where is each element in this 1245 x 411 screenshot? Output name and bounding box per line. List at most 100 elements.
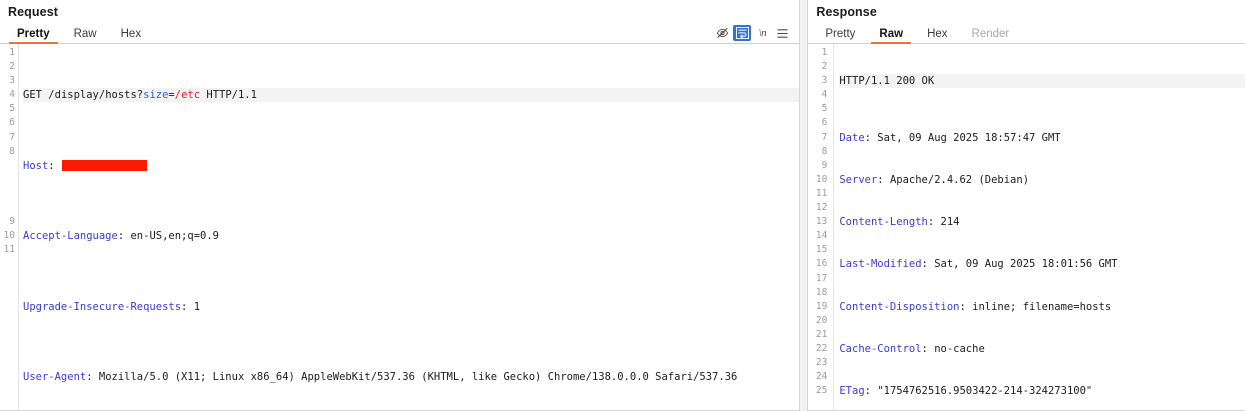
header-line-host: Host: — [23, 159, 799, 173]
show-newlines-label: \n — [758, 27, 767, 39]
gutter-line: 21 — [815, 328, 828, 340]
request-title: Request — [8, 5, 59, 19]
hide-eye-icon[interactable] — [713, 25, 731, 41]
response-title: Response — [816, 5, 877, 19]
gutter-line: 1 — [9, 47, 15, 58]
gutter-line: 15 — [815, 244, 828, 256]
header-value: Apache/2.4.62 (Debian) — [883, 173, 1030, 186]
gutter-line: 4 — [821, 89, 828, 101]
status-line-text: HTTP/1.1 200 OK — [839, 75, 935, 88]
gutter-line — [0, 187, 18, 201]
show-newlines-icon[interactable]: \n — [753, 25, 771, 41]
header-value: Mozilla/5.0 (X11; Linux x86_64) AppleWeb… — [92, 371, 738, 384]
response-code[interactable]: HTTP/1.1 200 OK Date: Sat, 09 Aug 2025 1… — [834, 44, 1245, 411]
word-wrap-icon[interactable] — [733, 25, 752, 41]
header-line: Content-Disposition: inline; filename=ho… — [839, 300, 1112, 313]
gutter-line: 20 — [815, 314, 828, 326]
gutter-line: 25 — [815, 385, 828, 397]
header-line: ETag: "1754762516.9503422-214-324273100" — [839, 385, 1093, 398]
header-name: Content-Disposition — [839, 300, 960, 313]
header-value: 214 — [934, 216, 960, 229]
gutter-line: 6 — [821, 117, 828, 129]
header-line: Accept-Language: en-US,en;q=0.9 — [23, 230, 219, 243]
request-gutter: 1 2 3 4 5 6 7 8 9 10 11 — [0, 44, 19, 411]
gutter-line: 18 — [815, 286, 828, 298]
gutter-line: 2 — [9, 61, 15, 73]
request-editor[interactable]: 1 2 3 4 5 6 7 8 9 10 11 GET /d — [0, 44, 800, 411]
header-name: Upgrade-Insecure-Requests — [23, 300, 182, 313]
header-line: Last-Modified: Sat, 09 Aug 2025 18:01:56… — [839, 258, 1118, 271]
pane-divider[interactable] — [799, 0, 809, 411]
gutter-line: 5 — [821, 103, 828, 115]
gutter-line: 24 — [815, 371, 828, 383]
header-value: 1 — [187, 300, 201, 313]
header-name: Last-Modified — [839, 258, 922, 271]
request-param-eq: = — [168, 89, 175, 102]
gutter-line: 9 — [9, 216, 15, 228]
header-line: Date: Sat, 09 Aug 2025 18:57:47 GMT — [839, 131, 1061, 144]
header-name: Content-Length — [839, 216, 928, 229]
request-pane: Request Pretty Raw Hex — [0, 5, 800, 411]
header-value: "1754762516.9503422-214-324273100" — [870, 385, 1093, 398]
tab-request-hex[interactable]: Hex — [120, 28, 142, 40]
header-line: Content-Length: 214 — [839, 216, 960, 229]
header-name: Date — [839, 131, 865, 144]
redaction-block-host — [61, 160, 147, 172]
header-value: en-US,en;q=0.9 — [124, 230, 219, 243]
header-line: User-Agent: Mozilla/5.0 (X11; Linux x86_… — [23, 371, 738, 384]
header-name: User-Agent — [23, 371, 87, 384]
status-line: HTTP/1.1 200 OK — [839, 74, 1245, 89]
response-gutter: 1 2 3 4 5 6 7 8 9 10 11 12 13 14 15 16 1… — [808, 44, 835, 411]
gutter-line: 19 — [815, 300, 828, 312]
menu-icon[interactable] — [773, 25, 791, 41]
request-param-value: /etc — [174, 89, 201, 102]
tab-response-raw[interactable]: Raw — [870, 28, 912, 44]
gutter-line: 6 — [9, 117, 15, 129]
request-code[interactable]: GET /display/hosts?size=/etc HTTP/1.1 Ho… — [19, 44, 800, 411]
request-param-name: size — [143, 89, 169, 102]
gutter-line — [0, 201, 18, 215]
gutter-line: 1 — [821, 47, 828, 58]
gutter-line: 7 — [9, 131, 15, 143]
gutter-line: 11 — [815, 187, 828, 199]
request-tabrow: Pretty Raw Hex — [0, 23, 800, 44]
gutter-line — [0, 173, 18, 187]
header-value: no-cache — [927, 342, 985, 355]
gutter-line: 16 — [815, 258, 828, 270]
tab-response-hex[interactable]: Hex — [927, 28, 948, 40]
gutter-line: 23 — [815, 357, 828, 369]
tab-request-pretty[interactable]: Pretty — [8, 28, 59, 44]
gutter-line: 12 — [815, 202, 828, 214]
gutter-line: 10 — [3, 230, 15, 242]
header-line: Server: Apache/2.4.62 (Debian) — [839, 173, 1030, 186]
header-value: Sat, 09 Aug 2025 18:57:47 GMT — [870, 131, 1061, 144]
gutter-line: 8 — [821, 145, 828, 157]
gutter-line: 10 — [815, 173, 828, 185]
gutter-line: 14 — [815, 230, 828, 242]
header-name: Server — [839, 173, 878, 186]
gutter-line — [0, 159, 18, 173]
header-line: Upgrade-Insecure-Requests: 1 — [23, 300, 201, 313]
tab-response-pretty[interactable]: Pretty — [825, 28, 856, 40]
header-name: Accept-Language — [23, 230, 118, 243]
gutter-line: 3 — [9, 75, 15, 87]
response-tabrow: Pretty Raw Hex Render — [808, 23, 1245, 44]
header-value: Sat, 09 Aug 2025 18:01:56 GMT — [927, 258, 1118, 271]
gutter-line: 8 — [9, 145, 15, 157]
response-editor[interactable]: 1 2 3 4 5 6 7 8 9 10 11 12 13 14 15 16 1… — [808, 44, 1245, 411]
request-line: GET /display/hosts?size=/etc HTTP/1.1 — [23, 88, 800, 103]
gutter-line: 3 — [821, 75, 828, 87]
tab-response-render[interactable]: Render — [971, 28, 1010, 40]
response-pane: Response Pretty Raw Hex Render 1 2 3 4 5… — [808, 0, 1245, 411]
request-toolbar: \n — [713, 25, 799, 43]
gutter-line: 11 — [3, 244, 15, 256]
header-name: ETag — [839, 385, 865, 398]
gutter-line: 5 — [9, 103, 15, 115]
gutter-line: 7 — [821, 131, 828, 143]
tab-request-raw[interactable]: Raw — [73, 28, 97, 40]
header-name: Host — [23, 159, 49, 172]
gutter-line: 22 — [815, 342, 828, 354]
request-path: /display/hosts? — [48, 89, 144, 102]
gutter-line: 4 — [9, 89, 15, 101]
header-value: inline; filename=hosts — [965, 300, 1112, 313]
